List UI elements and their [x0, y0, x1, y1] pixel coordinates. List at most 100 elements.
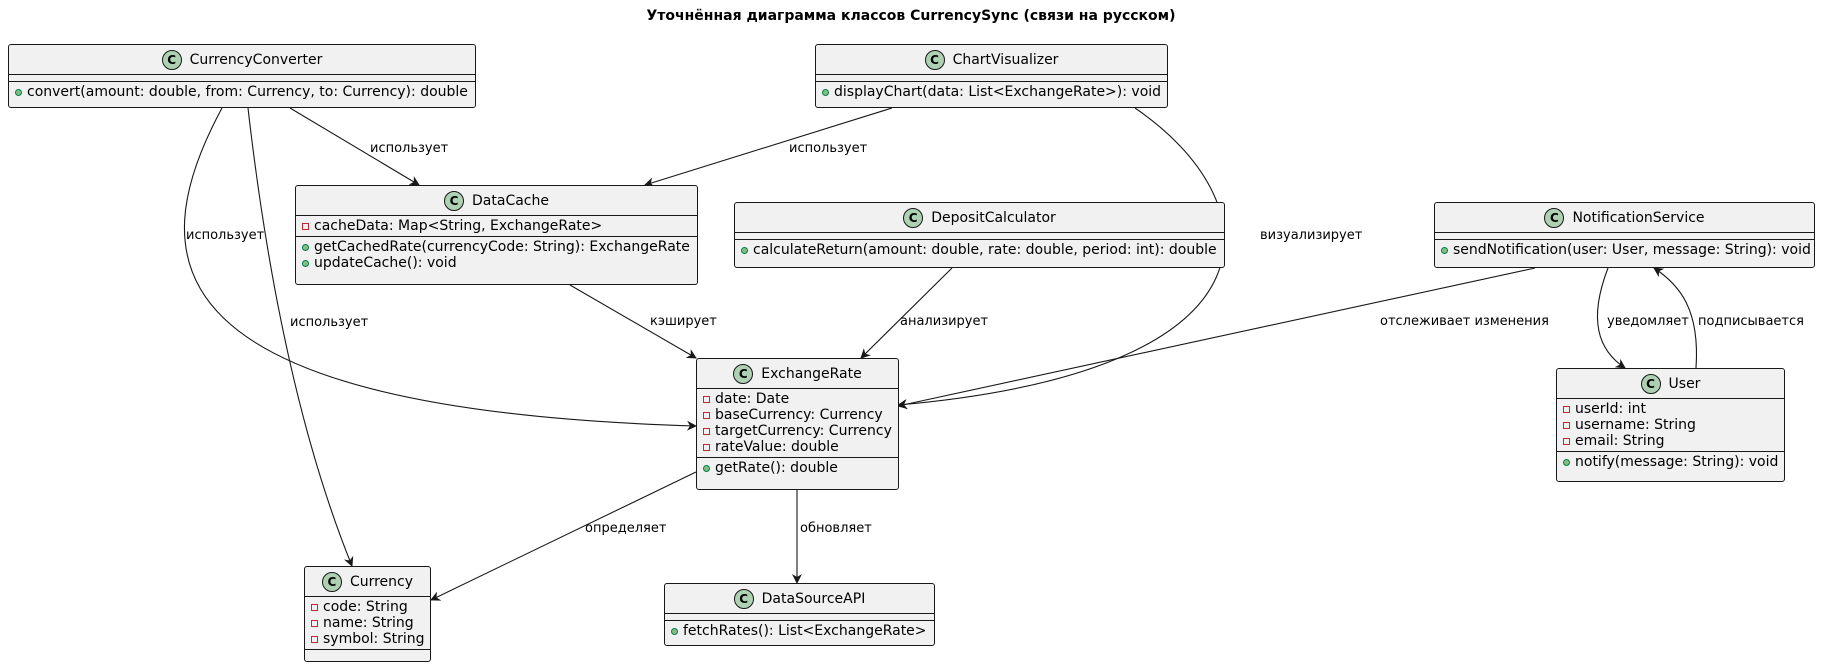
attributes-section	[665, 613, 934, 620]
method: calculateReturn(amount: double, rate: do…	[735, 242, 1224, 258]
label-exchange-currency: определяет	[585, 521, 667, 536]
public-visibility-icon	[671, 627, 678, 635]
class-name: DepositCalculator	[931, 209, 1056, 226]
label-cache-exchange: кэширует	[650, 314, 717, 329]
class-icon: C	[321, 571, 342, 592]
private-visibility-icon	[311, 603, 318, 611]
methods-section: convert(amount: double, from: Currency, …	[9, 81, 475, 102]
diagram-title: Уточнённая диаграмма классов CurrencySyn…	[646, 8, 1176, 24]
label-converter-exchange: использует	[186, 228, 265, 243]
member-text: getCachedRate(currencyCode: String): Exc…	[314, 239, 690, 255]
member-text: fetchRates(): List<ExchangeRate>	[683, 623, 927, 639]
methods-section: sendNotification(user: User, message: St…	[1435, 239, 1814, 260]
private-visibility-icon	[703, 411, 710, 419]
class-header: C NotificationService	[1435, 203, 1814, 232]
class-name: User	[1668, 375, 1701, 392]
methods-section: getRate(): double	[697, 457, 898, 478]
edge-notification-exchange	[897, 267, 1536, 409]
member-text: email: String	[1575, 433, 1665, 449]
methods-section	[305, 649, 430, 656]
method: notify(message: String): void	[1557, 454, 1784, 470]
attribute: code: String	[305, 599, 430, 615]
class-icon: C	[924, 49, 945, 70]
attribute: cacheData: Map<String, ExchangeRate>	[296, 218, 697, 234]
method: displayChart(data: List<ExchangeRate>): …	[816, 84, 1167, 100]
class-icon: C	[161, 49, 182, 70]
public-visibility-icon	[1563, 458, 1570, 466]
label-chart-exchange: визуализирует	[1260, 228, 1363, 243]
class-header: C Currency	[305, 567, 430, 596]
edge-converter-cache	[289, 107, 420, 186]
private-visibility-icon	[311, 619, 318, 627]
class-notification-service[interactable]: C NotificationService sendNotification(use…	[1434, 202, 1815, 268]
member-text: cacheData: Map<String, ExchangeRate>	[314, 218, 603, 234]
attribute: username: String	[1557, 417, 1784, 433]
member-text: name: String	[323, 615, 414, 631]
method: fetchRates(): List<ExchangeRate>	[665, 623, 934, 639]
methods-section: displayChart(data: List<ExchangeRate>): …	[816, 81, 1167, 102]
attribute: date: Date	[697, 391, 898, 407]
attribute: name: String	[305, 615, 430, 631]
method: convert(amount: double, from: Currency, …	[9, 84, 475, 100]
public-visibility-icon	[741, 246, 748, 254]
edge-chart-cache	[644, 107, 893, 188]
class-name: NotificationService	[1572, 209, 1705, 226]
attribute: userId: int	[1557, 401, 1784, 417]
class-icon: C	[1640, 373, 1661, 394]
edge-deposit-exchange	[860, 267, 953, 359]
member-text: convert(amount: double, from: Currency, …	[27, 84, 468, 100]
member-text: date: Date	[715, 391, 790, 407]
label-user-notification: подписывается	[1698, 314, 1804, 329]
member-text: displayChart(data: List<ExchangeRate>): …	[834, 84, 1162, 100]
member-text: getRate(): double	[715, 460, 838, 476]
class-name: Currency	[349, 573, 414, 590]
private-visibility-icon	[703, 443, 710, 451]
attributes-section	[1435, 232, 1814, 239]
member-text: rateValue: double	[715, 439, 839, 455]
private-visibility-icon	[1563, 437, 1570, 445]
label-notification-user: уведомляет	[1607, 314, 1689, 329]
private-visibility-icon	[311, 635, 318, 643]
label-converter-cache: использует	[370, 141, 449, 156]
label-deposit-exchange: анализирует	[900, 314, 988, 329]
member-text: targetCurrency: Currency	[715, 423, 892, 439]
public-visibility-icon	[302, 259, 309, 267]
private-visibility-icon	[302, 222, 309, 230]
public-visibility-icon	[1441, 246, 1448, 254]
member-text: userId: int	[1575, 401, 1646, 417]
member-text: symbol: String	[323, 631, 425, 647]
edge-notification-user	[1596, 267, 1626, 369]
class-header: C User	[1557, 369, 1784, 398]
class-icon: C	[1544, 207, 1565, 228]
label-exchange-datasource: обновляет	[800, 521, 872, 536]
public-visibility-icon	[15, 88, 22, 96]
method: getCachedRate(currencyCode: String): Exc…	[296, 239, 697, 255]
member-text: calculateReturn(amount: double, rate: do…	[753, 242, 1217, 258]
private-visibility-icon	[1563, 405, 1570, 413]
attributes-section	[816, 74, 1167, 81]
attribute: symbol: String	[305, 631, 430, 647]
attribute: baseCurrency: Currency	[697, 407, 898, 423]
attributes-section	[735, 232, 1224, 239]
method: updateCache(): void	[296, 255, 697, 271]
class-name: DataCache	[472, 192, 549, 209]
member-text: code: String	[323, 599, 408, 615]
label-notification-exchange: отслеживает изменения	[1380, 314, 1549, 329]
